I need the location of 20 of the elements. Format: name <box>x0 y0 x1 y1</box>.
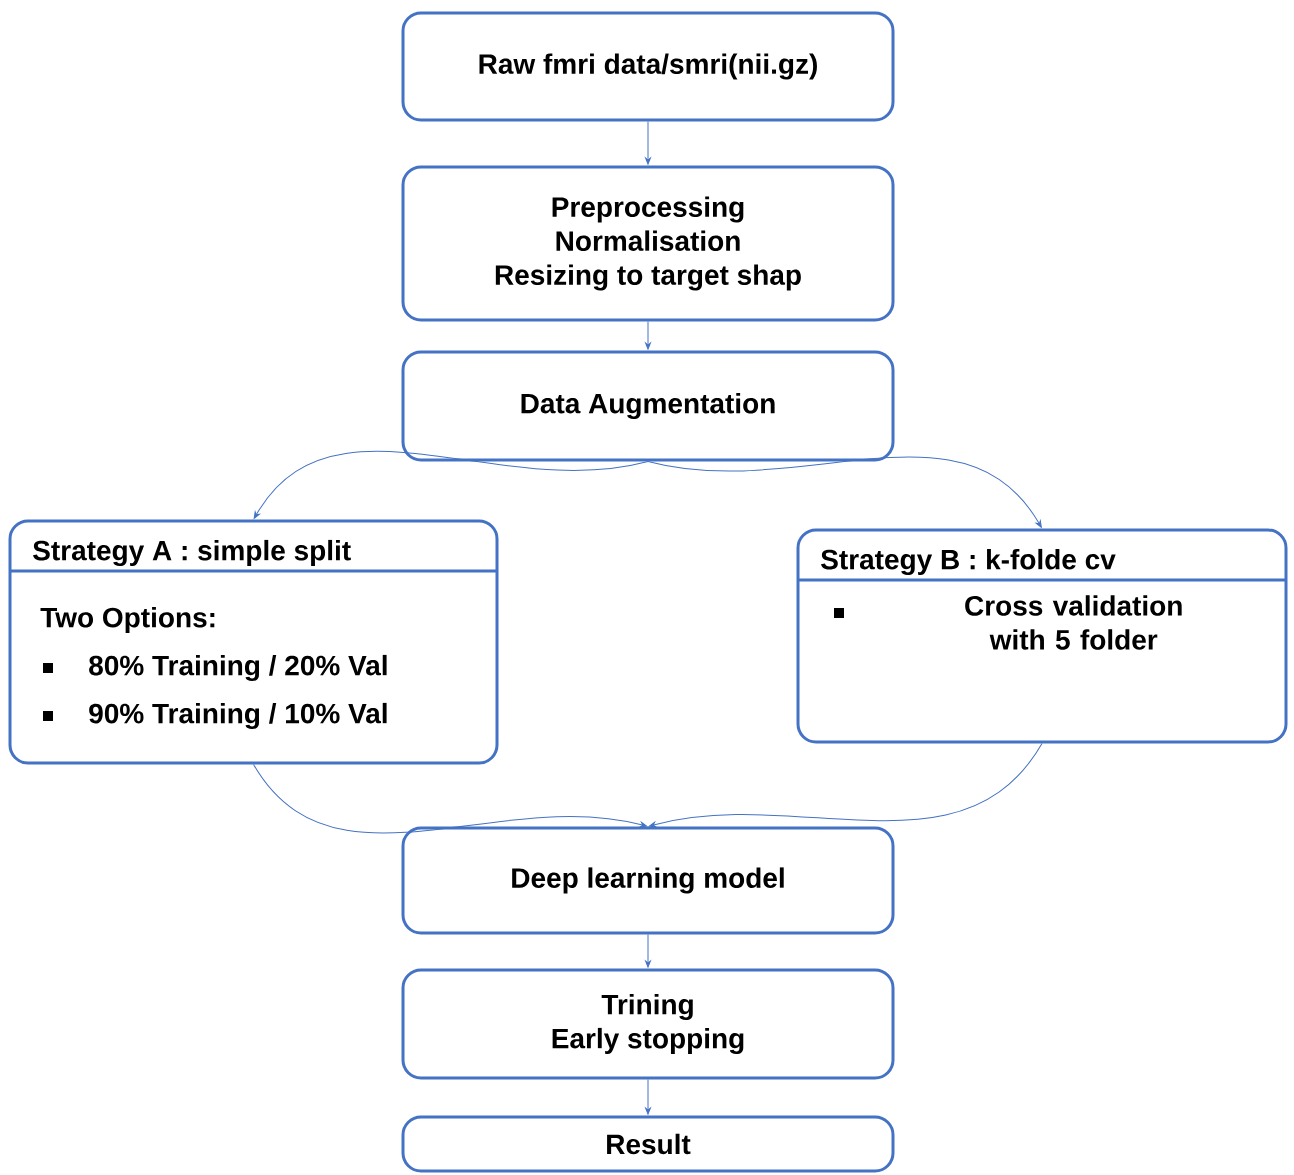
box-heading: Strategy A : simple split <box>33 539 351 567</box>
bullet-item: 90% Training / 10% Val <box>43 702 387 730</box>
process-box: Result <box>401 1115 895 1173</box>
arrow <box>645 1079 651 1115</box>
arrow <box>253 451 649 519</box>
process-box: Trining Early stopping <box>401 968 895 1080</box>
box-text: Two Options: <box>40 606 215 634</box>
arrow <box>645 121 651 165</box>
arrow <box>253 764 648 834</box>
arrow <box>645 934 651 968</box>
process-box: Deep learning model <box>401 826 895 935</box>
box-heading: Strategy B : k-folde cv <box>821 548 1116 576</box>
arrow <box>647 456 1042 528</box>
bullet-item: 80% Training / 20% Val <box>43 654 387 682</box>
process-box: Preprocessing Normalisation Resizing to target shap <box>401 165 895 322</box>
arrow <box>645 321 651 350</box>
bullet-item: Cross validation with 5 folder <box>834 595 1182 650</box>
process-box: Data Augmentation <box>401 350 895 462</box>
arrow <box>648 743 1043 828</box>
process-box: Raw fmri data/smri(nii.gz) <box>401 11 895 122</box>
